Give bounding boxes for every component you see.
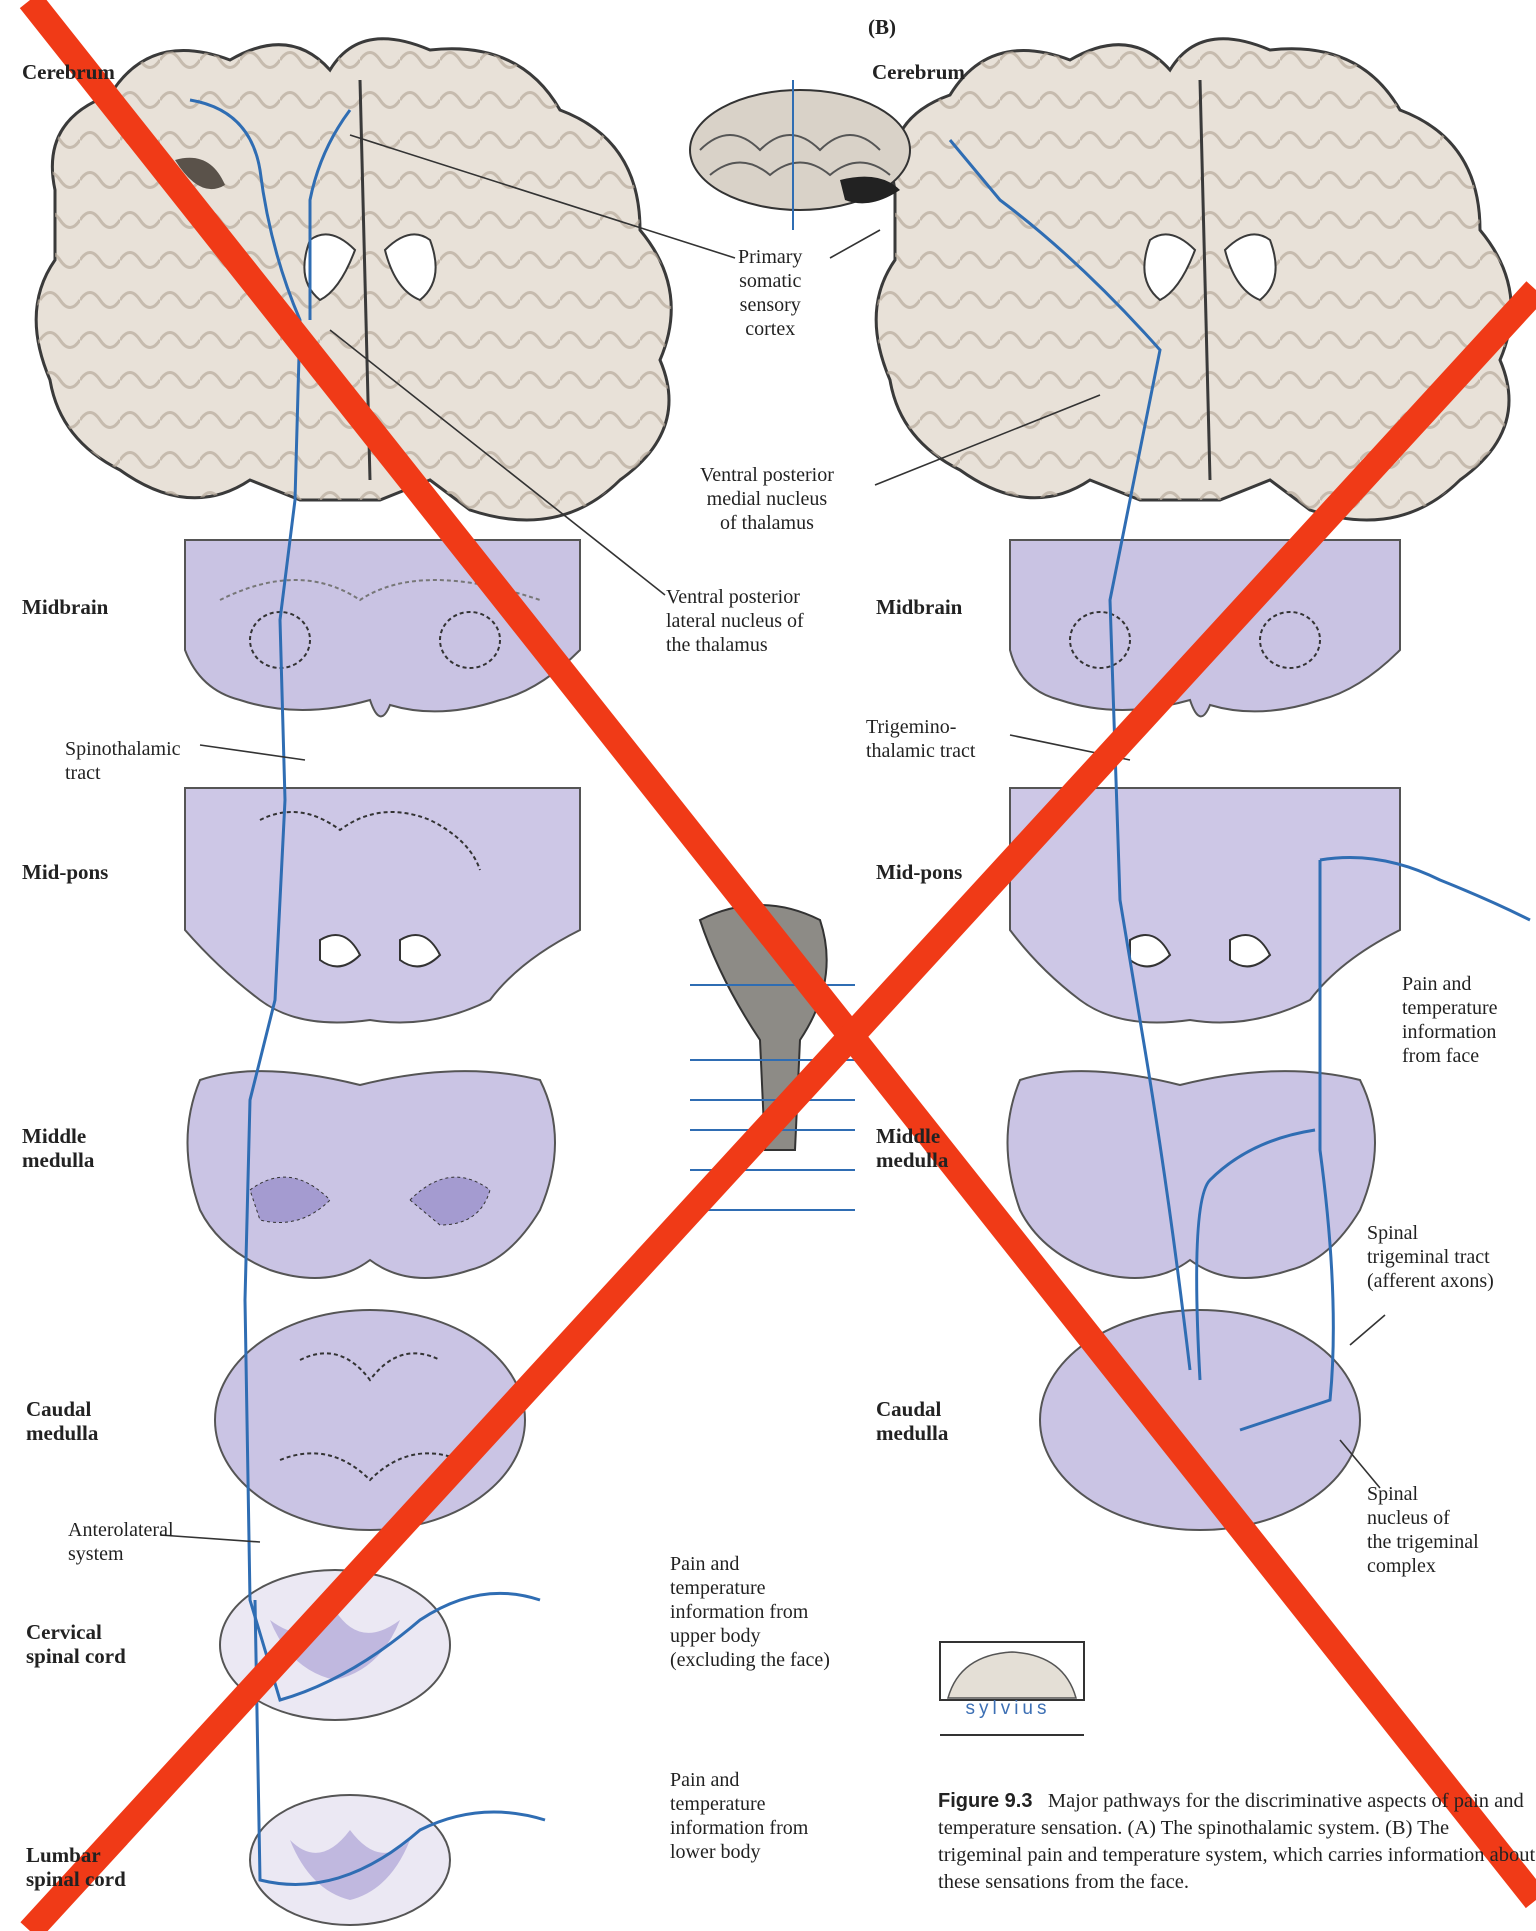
lumbar-cord-section-a	[250, 1795, 450, 1925]
label-mid-pons-a: Mid-pons	[22, 860, 108, 884]
middle-medulla-section-a	[188, 1071, 556, 1278]
label-trigemino: Trigemino-thalamic tract	[866, 715, 975, 763]
cerebrum-section-b	[876, 39, 1511, 520]
mid-pons-section-a	[185, 788, 580, 1023]
label-midbrain-b: Midbrain	[876, 595, 962, 619]
label-mid-pons-b: Mid-pons	[876, 860, 962, 884]
label-cerebrum-a: Cerebrum	[22, 60, 115, 84]
midbrain-section-b	[1010, 540, 1400, 716]
figure-number: Figure 9.3	[938, 1790, 1032, 1812]
sylvius-logo-text: sylvius	[944, 1698, 1072, 1720]
sylvius-logo-icon	[940, 1642, 1084, 1735]
brain-lateral-icon	[690, 80, 910, 230]
caudal-medulla-section-a	[215, 1310, 525, 1530]
label-midbrain-a: Midbrain	[22, 595, 108, 619]
panel-label-b: (B)	[868, 15, 896, 39]
label-cerebrum-b: Cerebrum	[872, 60, 965, 84]
mid-pons-section-b	[1010, 788, 1400, 1023]
figure-caption: Figure 9.3 Major pathways for the discri…	[938, 1788, 1536, 1896]
